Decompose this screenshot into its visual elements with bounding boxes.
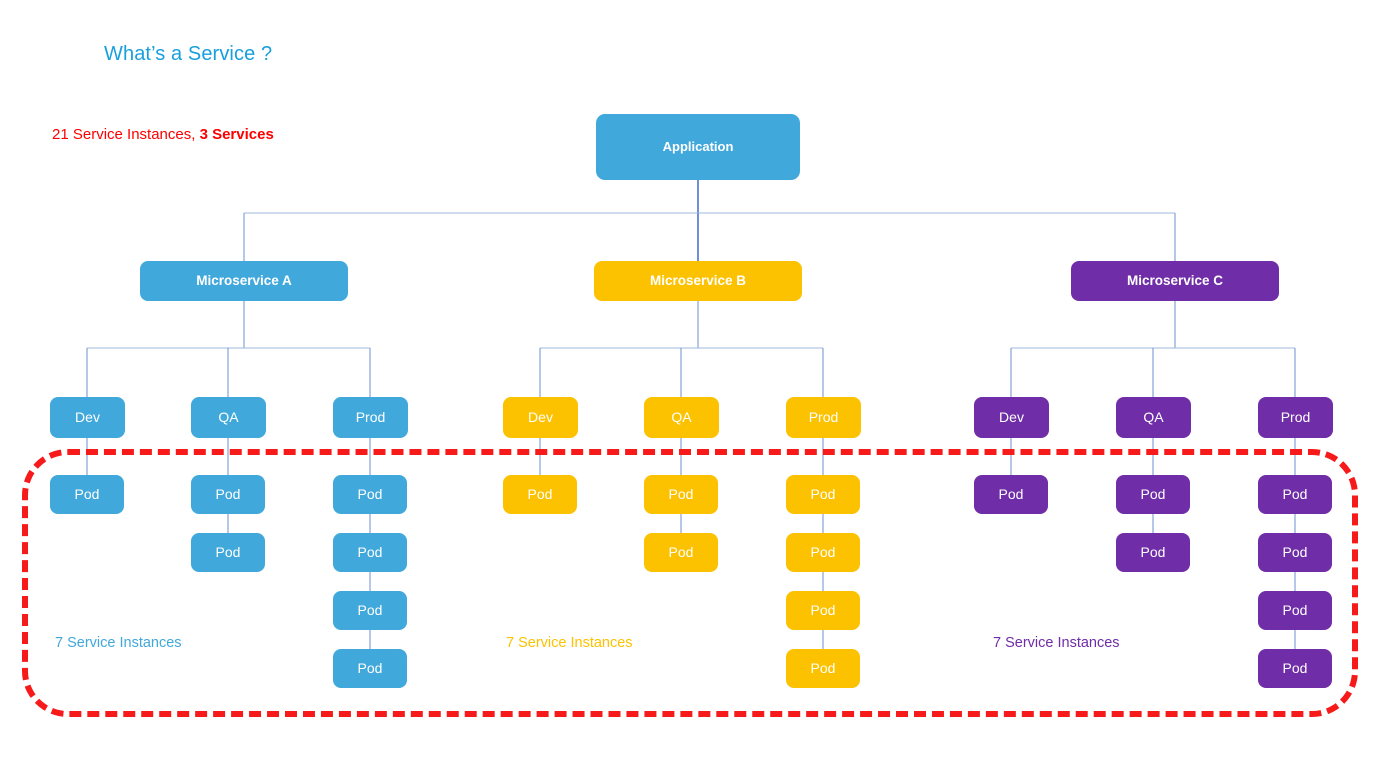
- microservice-c-env-qa-label: QA: [1143, 408, 1164, 425]
- microservice-a-node[interactable]: Microservice A: [140, 261, 348, 301]
- microservice-a-prod-pod-1-label: Pod: [357, 485, 383, 502]
- microservice-a-prod-pod-3-label: Pod: [357, 601, 383, 618]
- microservice-a-prod-pod-1[interactable]: Pod: [333, 475, 407, 514]
- microservice-c-env-prod[interactable]: Prod: [1258, 397, 1333, 438]
- microservice-a-env-prod-label: Prod: [355, 408, 386, 425]
- summary-note: 21 Service Instances, 3 Services: [52, 126, 274, 143]
- microservice-c-dev-pod-1-label: Pod: [998, 485, 1024, 502]
- microservice-a-env-dev[interactable]: Dev: [50, 397, 125, 438]
- microservice-a-prod-pod-2[interactable]: Pod: [333, 533, 407, 572]
- microservice-a-qa-pod-1-label: Pod: [215, 485, 241, 502]
- microservice-a-dev-pod-1[interactable]: Pod: [50, 475, 124, 514]
- microservice-c-prod-pod-2-label: Pod: [1282, 543, 1308, 560]
- microservice-a-qa-pod-1[interactable]: Pod: [191, 475, 265, 514]
- microservice-b-prod-pod-1-label: Pod: [810, 485, 836, 502]
- microservice-b-dev-pod-1[interactable]: Pod: [503, 475, 577, 514]
- microservice-c-qa-pod-2[interactable]: Pod: [1116, 533, 1190, 572]
- microservice-a-prod-pod-4[interactable]: Pod: [333, 649, 407, 688]
- microservice-c-dev-pod-1[interactable]: Pod: [974, 475, 1048, 514]
- microservice-c-prod-pod-2[interactable]: Pod: [1258, 533, 1332, 572]
- microservice-b-prod-pod-4[interactable]: Pod: [786, 649, 860, 688]
- microservice-a-env-qa-label: QA: [218, 408, 239, 425]
- microservice-b-env-prod[interactable]: Prod: [786, 397, 861, 438]
- microservice-c-prod-pod-4[interactable]: Pod: [1258, 649, 1332, 688]
- microservice-c-env-dev-label: Dev: [999, 408, 1024, 425]
- microservice-b-env-qa-label: QA: [671, 408, 692, 425]
- application-node[interactable]: Application: [596, 114, 800, 180]
- microservice-b-prod-pod-2-label: Pod: [810, 543, 836, 560]
- microservice-a-env-prod[interactable]: Prod: [333, 397, 408, 438]
- microservice-a-env-dev-label: Dev: [75, 408, 100, 425]
- microservice-b-dev-pod-1-label: Pod: [527, 485, 553, 502]
- summary-note-prefix: 21 Service Instances,: [52, 126, 200, 143]
- microservice-b-prod-pod-3[interactable]: Pod: [786, 591, 860, 630]
- microservice-a-node-label: Microservice A: [196, 272, 292, 288]
- microservice-c-env-qa[interactable]: QA: [1116, 397, 1191, 438]
- microservice-a-env-qa[interactable]: QA: [191, 397, 266, 438]
- microservice-a-dev-pod-1-label: Pod: [74, 485, 100, 502]
- microservice-c-env-dev[interactable]: Dev: [974, 397, 1049, 438]
- microservice-c-prod-pod-3-label: Pod: [1282, 601, 1308, 618]
- microservice-a-qa-pod-2[interactable]: Pod: [191, 533, 265, 572]
- application-node-label: Application: [662, 138, 734, 154]
- microservice-c-prod-pod-1-label: Pod: [1282, 485, 1308, 502]
- microservice-b-node-label: Microservice B: [649, 272, 747, 288]
- microservice-c-caption: 7 Service Instances: [993, 635, 1120, 651]
- microservice-b-caption: 7 Service Instances: [506, 635, 633, 651]
- microservice-c-prod-pod-4-label: Pod: [1282, 659, 1308, 676]
- microservice-c-prod-pod-1[interactable]: Pod: [1258, 475, 1332, 514]
- microservice-b-qa-pod-1[interactable]: Pod: [644, 475, 718, 514]
- microservice-a-qa-pod-2-label: Pod: [215, 543, 241, 560]
- microservice-b-qa-pod-2[interactable]: Pod: [644, 533, 718, 572]
- microservice-b-env-qa[interactable]: QA: [644, 397, 719, 438]
- microservice-b-prod-pod-4-label: Pod: [810, 659, 836, 676]
- summary-note-strong: 3 Services: [199, 126, 274, 143]
- microservice-a-prod-pod-3[interactable]: Pod: [333, 591, 407, 630]
- microservice-c-node-label: Microservice C: [1126, 272, 1224, 288]
- microservice-b-env-dev-label: Dev: [528, 408, 553, 425]
- microservice-b-prod-pod-1[interactable]: Pod: [786, 475, 860, 514]
- microservice-c-env-prod-label: Prod: [1280, 408, 1311, 425]
- page-title: What’s a Service ?: [104, 43, 273, 65]
- microservice-b-env-dev[interactable]: Dev: [503, 397, 578, 438]
- microservice-a-caption: 7 Service Instances: [55, 635, 182, 651]
- microservice-c-qa-pod-1-label: Pod: [1140, 485, 1166, 502]
- microservice-a-prod-pod-2-label: Pod: [357, 543, 383, 560]
- microservice-c-qa-pod-2-label: Pod: [1140, 543, 1166, 560]
- microservice-b-prod-pod-2[interactable]: Pod: [786, 533, 860, 572]
- microservice-b-node[interactable]: Microservice B: [594, 261, 802, 301]
- microservice-c-prod-pod-3[interactable]: Pod: [1258, 591, 1332, 630]
- microservice-c-qa-pod-1[interactable]: Pod: [1116, 475, 1190, 514]
- microservice-b-prod-pod-3-label: Pod: [810, 601, 836, 618]
- microservice-b-qa-pod-1-label: Pod: [668, 485, 694, 502]
- microservice-c-node[interactable]: Microservice C: [1071, 261, 1279, 301]
- microservice-a-prod-pod-4-label: Pod: [357, 659, 383, 676]
- microservice-b-qa-pod-2-label: Pod: [668, 543, 694, 560]
- microservice-b-env-prod-label: Prod: [808, 408, 839, 425]
